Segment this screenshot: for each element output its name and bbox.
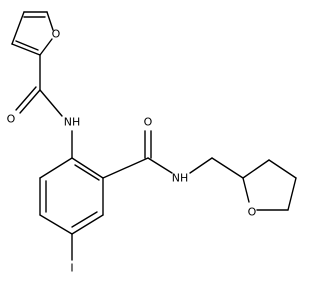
furan-oxygen-label: O	[52, 28, 61, 41]
bond-carbonyl1-n	[39, 89, 63, 117]
bond-carbonyl1-o-double	[15, 86, 37, 111]
amide1-nh-label: NH	[64, 116, 81, 129]
bond-ar-c1-c6	[39, 157, 73, 179]
bond-thf-c2-c3	[242, 159, 270, 179]
bond-thf-c2-o	[242, 177, 250, 203]
bond-ar-c1-c2-double	[74, 164, 100, 181]
bond-n-ch2	[189, 157, 213, 174]
bond-ch2-thf	[211, 157, 244, 179]
amide-1	[15, 54, 63, 117]
bond-ar-carbonyl2	[102, 157, 149, 179]
bond-furan-c2-c3-double	[15, 40, 39, 51]
carbonyl2-oxygen-label: O	[144, 116, 153, 129]
amide2-nh-label: NH	[172, 172, 189, 185]
bond-thf-c4-c5	[287, 177, 297, 211]
furan-ring	[11, 11, 54, 56]
amide-2	[102, 130, 173, 179]
benzene-ring	[39, 130, 104, 235]
bond-furan-c3-c3b	[11, 11, 25, 45]
bond-carbonyl1-o	[19, 89, 41, 114]
bond-ar-c1-c2	[71, 157, 104, 179]
bond-thf-c3-c4	[268, 159, 297, 179]
thf-oxygen-label: O	[248, 206, 257, 219]
bond-ar-c4-c3	[71, 214, 104, 235]
carbonyl1-oxygen-label: O	[7, 113, 16, 126]
thf-ring	[242, 159, 297, 211]
bond-furan-c2-c3	[11, 43, 41, 56]
iodine-label: I	[70, 262, 73, 275]
bond-carbonyl2-n	[147, 157, 173, 174]
bond-ar-c5-c4	[39, 214, 73, 235]
bond-furan-c4-c5	[46, 11, 54, 31]
bond-ar-c4-c3-double	[71, 211, 98, 228]
bond-furan-o-c2	[39, 38, 53, 56]
